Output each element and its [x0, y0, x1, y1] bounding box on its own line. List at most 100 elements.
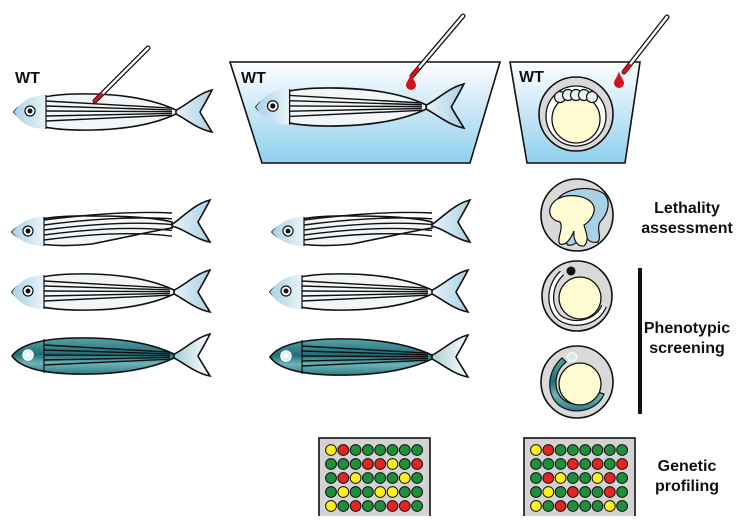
- plate-well-yellow: [592, 473, 603, 484]
- fish-icon-normal-larva: [270, 270, 468, 312]
- plate-well-yellow: [326, 445, 337, 456]
- fish-stripe: [302, 356, 428, 357]
- plate-well-red: [604, 473, 615, 484]
- plate-well-green: [543, 501, 554, 512]
- plate-well-green: [580, 487, 591, 498]
- plate-well-green: [412, 445, 423, 456]
- fish-pupil: [26, 289, 31, 294]
- plate-well-red: [363, 459, 374, 470]
- plate-well-green: [604, 445, 615, 456]
- plate-well-green: [326, 473, 337, 484]
- plate-well-red: [412, 459, 423, 470]
- embryo-icon-dead: [541, 179, 613, 251]
- plate-well-green: [543, 459, 554, 470]
- plate-well-green: [531, 487, 542, 498]
- plate-well-yellow: [399, 473, 410, 484]
- fish-icon-curved-larva: [272, 200, 470, 246]
- plate-well-yellow: [338, 487, 349, 498]
- plate-well-yellow: [531, 445, 542, 456]
- fish-stripe: [44, 291, 170, 292]
- plate-well-yellow: [555, 473, 566, 484]
- plate-well-yellow: [531, 501, 542, 512]
- fish-stripe: [44, 355, 170, 356]
- plate-well-green: [375, 501, 386, 512]
- plate-well-green: [326, 487, 337, 498]
- plate-well-red: [399, 501, 410, 512]
- plate-well-green: [617, 487, 628, 498]
- plate-well-green: [363, 487, 374, 498]
- plate-well-green: [387, 445, 398, 456]
- blastomere: [587, 92, 598, 103]
- plate-well-green: [568, 473, 579, 484]
- fish-pupil: [284, 354, 288, 358]
- plate-well-green: [350, 487, 361, 498]
- embryo-eye: [568, 353, 577, 362]
- well-plate-icon: [319, 438, 430, 516]
- plate-well-green: [363, 501, 374, 512]
- fish-icon-adult: [14, 90, 212, 132]
- plate-well-green: [580, 473, 591, 484]
- syringe-icon-embryo: [624, 17, 667, 72]
- plate-well-red: [568, 487, 579, 498]
- genetic-profiling-label: Genetic profiling: [632, 457, 741, 497]
- fish-tail: [170, 334, 210, 376]
- embryo-icon-normal: [542, 261, 612, 331]
- plate-well-green: [375, 445, 386, 456]
- fish-pupil: [286, 229, 291, 234]
- plate-well-red: [375, 459, 386, 470]
- plate-well-green: [617, 473, 628, 484]
- fish-pupil: [284, 289, 289, 294]
- embryo-yolk: [559, 363, 601, 405]
- fish-icon-fluorescent-adult: [12, 334, 210, 376]
- fish-icon-fluorescent-larva: [270, 335, 468, 377]
- syringe-icon-adult: [95, 48, 148, 101]
- plate-well-green: [617, 501, 628, 512]
- phenotypic-screening-label: Phenotypic screening: [632, 319, 741, 359]
- plate-well-yellow: [543, 487, 554, 498]
- plate-well-green: [580, 501, 591, 512]
- fish-pupil: [26, 353, 30, 357]
- plate-well-red: [338, 445, 349, 456]
- plate-well-yellow: [326, 501, 337, 512]
- fish-tail: [430, 200, 470, 242]
- fish-tail: [172, 90, 212, 132]
- plate-well-yellow: [350, 473, 361, 484]
- plate-well-green: [363, 445, 374, 456]
- fish-stripe: [46, 111, 172, 112]
- plate-well-green: [387, 473, 398, 484]
- plate-well-green: [531, 473, 542, 484]
- plate-well-green: [604, 459, 615, 470]
- wt-larva-label: WT: [241, 70, 266, 88]
- fish-stripe: [302, 291, 428, 292]
- embryo-eye: [567, 267, 576, 276]
- plate-well-green: [555, 459, 566, 470]
- plate-well-yellow: [604, 501, 615, 512]
- embryo-icon-fluorescent: [541, 346, 613, 418]
- plate-well-red: [338, 473, 349, 484]
- fish-tail: [428, 335, 468, 377]
- plate-well-red: [350, 501, 361, 512]
- plate-well-red: [568, 459, 579, 470]
- fish-pupil: [270, 103, 275, 108]
- plate-well-green: [350, 445, 361, 456]
- plate-well-red: [617, 459, 628, 470]
- embryo-yolk: [559, 277, 601, 319]
- embryo-icon-injected: [539, 77, 613, 151]
- plate-well-green: [568, 445, 579, 456]
- fish-icon-normal-adult: [12, 270, 210, 312]
- plate-well-green: [412, 501, 423, 512]
- plate-well-green: [363, 473, 374, 484]
- plate-well-red: [604, 487, 615, 498]
- plate-well-green: [568, 501, 579, 512]
- plate-well-green: [399, 459, 410, 470]
- well-plate-icon: [524, 438, 635, 516]
- plate-well-yellow: [375, 487, 386, 498]
- plate-well-red: [592, 459, 603, 470]
- plate-well-red: [543, 445, 554, 456]
- plate-well-green: [592, 487, 603, 498]
- plate-well-green: [350, 459, 361, 470]
- plate-well-green: [592, 445, 603, 456]
- plate-well-green: [412, 473, 423, 484]
